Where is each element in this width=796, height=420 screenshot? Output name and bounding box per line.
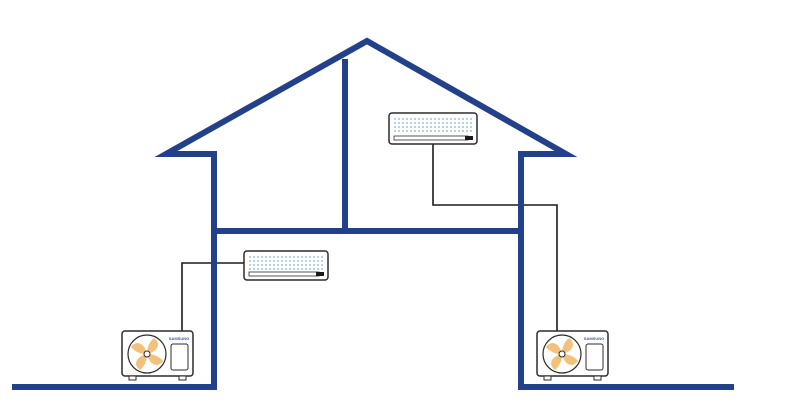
- outdoor-unit-brand: SAMSUNG: [169, 336, 189, 341]
- outdoor-unit-brand: SAMSUNG: [584, 336, 604, 341]
- indoor-unit-upper: [388, 112, 478, 145]
- house-outline: [12, 37, 734, 390]
- outdoor-unit-right: SAMSUNG: [536, 330, 609, 381]
- indoor-unit-lower: [243, 250, 329, 281]
- pipe-upper-unit: [432, 143, 558, 331]
- ground-left: [12, 37, 734, 390]
- outdoor-unit-left: SAMSUNG: [121, 330, 194, 381]
- refrigerant-pipes: [181, 143, 558, 331]
- pipe-lower-unit: [181, 262, 244, 331]
